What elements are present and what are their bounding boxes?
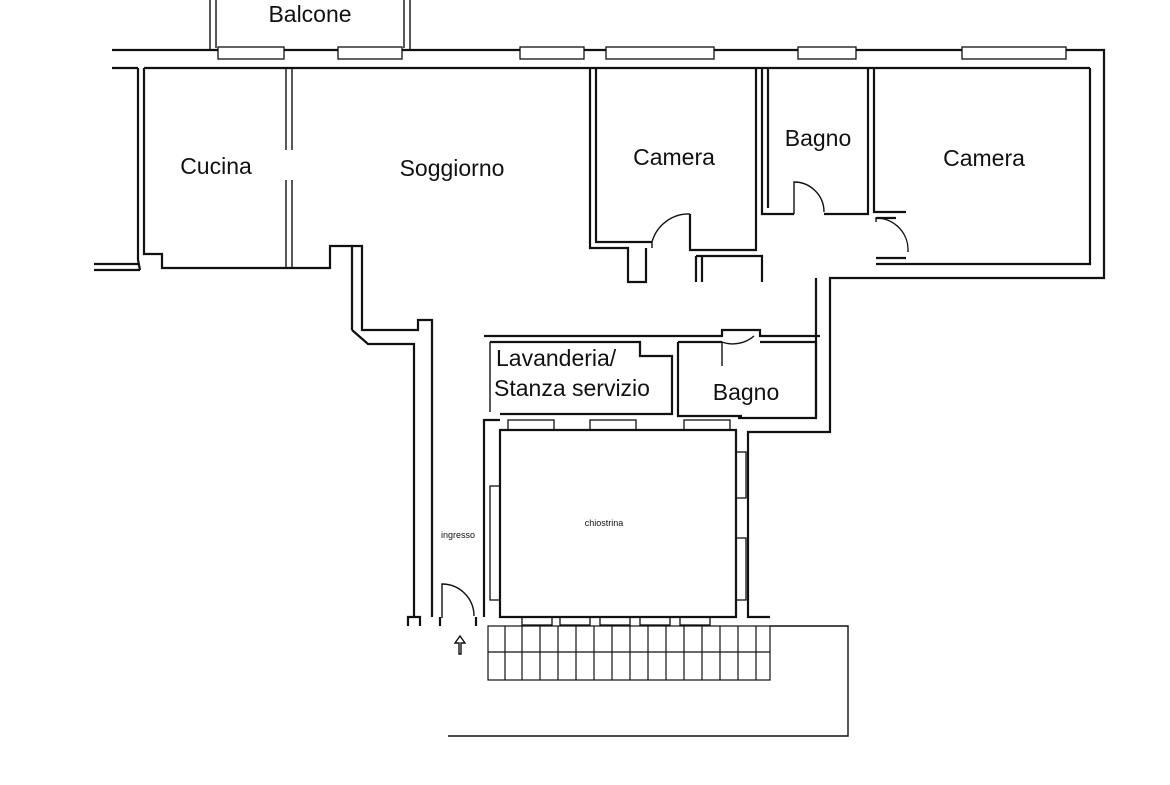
- door-ingresso: [441, 583, 475, 618]
- stairs: [448, 625, 849, 737]
- door-camera-2: [875, 217, 909, 253]
- label-balcone: Balcone: [268, 1, 351, 27]
- label-lavanderia-line2: Stanza servizio: [494, 375, 650, 401]
- door-bagno-1: [793, 181, 825, 214]
- door-camera-1: [651, 213, 691, 248]
- balcony: [209, 0, 411, 50]
- label-ingresso: ingresso: [441, 530, 475, 540]
- windows: [217, 46, 1067, 626]
- label-cucina: Cucina: [180, 153, 252, 179]
- label-bagno-2: Bagno: [713, 379, 780, 405]
- label-lavanderia-line1: Lavanderia/: [496, 345, 617, 371]
- up-arrow-icon: [453, 634, 467, 655]
- label-soggiorno: Soggiorno: [400, 155, 505, 181]
- doors: [441, 181, 909, 618]
- interior-walls: [285, 68, 906, 418]
- outer-walls: [94, 48, 1106, 626]
- chiostrina-walls: [498, 428, 738, 619]
- label-chiostrina: chiostrina: [585, 518, 624, 528]
- label-bagno-1: Bagno: [785, 125, 852, 151]
- door-bagno-2: [721, 335, 755, 366]
- label-camera-2: Camera: [943, 145, 1025, 171]
- label-camera-1: Camera: [633, 144, 715, 170]
